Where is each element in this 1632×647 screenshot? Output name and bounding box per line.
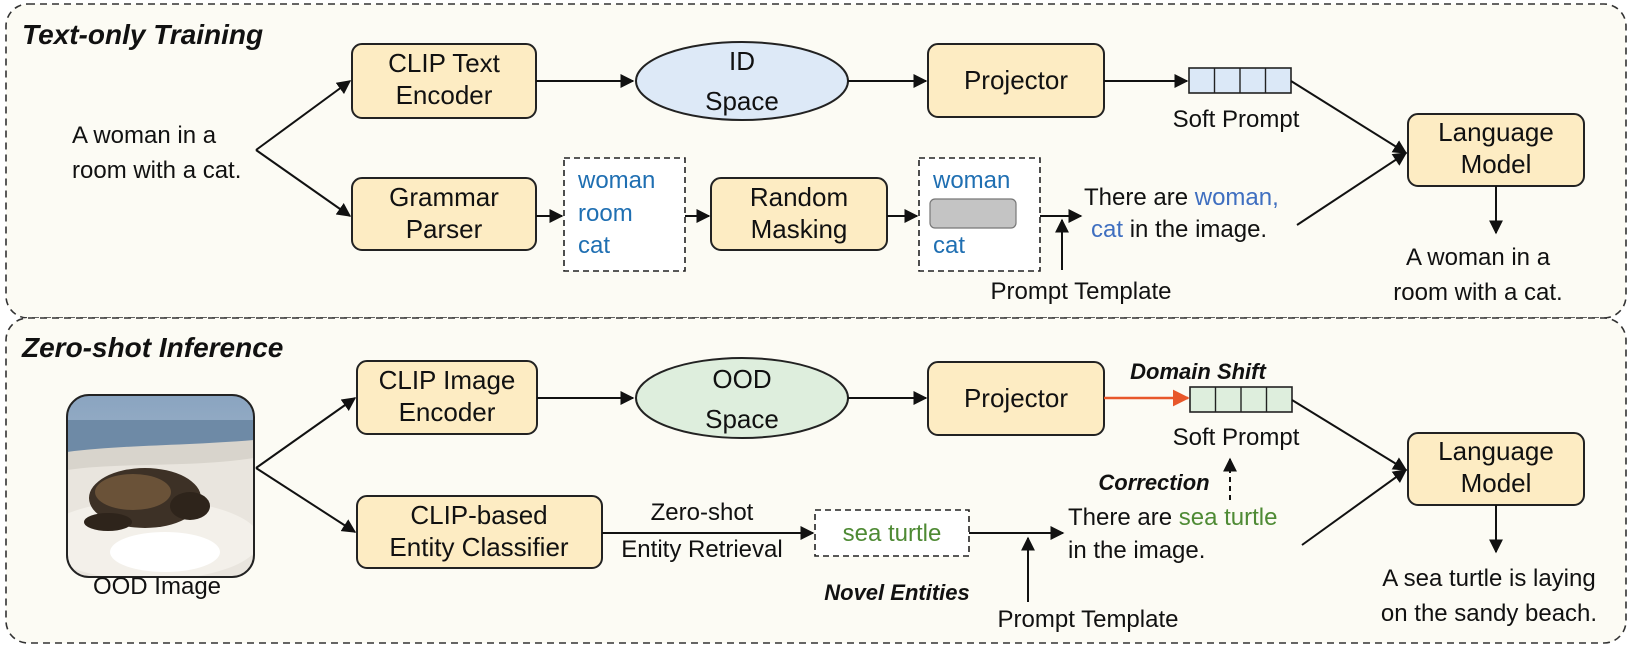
novel-entity-box: sea turtle — [814, 509, 970, 557]
svg-text:Random: Random — [750, 182, 848, 212]
svg-text:CLIP Text: CLIP Text — [388, 48, 501, 78]
svg-text:sea turtle: sea turtle — [843, 520, 942, 547]
bottom-section-title: Zero-shot Inference — [21, 332, 283, 363]
svg-text:room with a cat.: room with a cat. — [72, 157, 241, 184]
svg-text:Encoder: Encoder — [399, 397, 496, 427]
svg-text:Encoder: Encoder — [396, 80, 493, 110]
svg-text:OOD: OOD — [712, 364, 771, 394]
prompt-text-top: There are woman, cat in the image. — [1084, 184, 1279, 243]
svg-text:There are sea turtle: There are sea turtle — [1068, 504, 1277, 531]
entity-classifier-box: CLIP-based Entity Classifier — [356, 495, 603, 569]
svg-text:woman: woman — [577, 167, 655, 194]
svg-text:cat: cat — [578, 232, 610, 259]
text-only-training-panel — [5, 3, 1627, 319]
svg-text:woman: woman — [932, 167, 1010, 194]
retrieval-label: Zero-shot Entity Retrieval — [621, 499, 782, 563]
svg-text:Model: Model — [1461, 149, 1532, 179]
soft-prompt-bottom — [1189, 386, 1293, 413]
prompt-template-label-bottom: Prompt Template — [998, 606, 1179, 633]
svg-text:Space: Space — [705, 86, 779, 116]
language-model-box-bottom: Language Model — [1407, 432, 1585, 506]
svg-text:ID: ID — [729, 46, 755, 76]
soft-prompt-label-top: Soft Prompt — [1173, 106, 1300, 133]
svg-text:Language: Language — [1438, 436, 1554, 466]
svg-text:CLIP Image: CLIP Image — [379, 365, 516, 395]
clip-image-encoder-box: CLIP Image Encoder — [356, 360, 538, 435]
projector-box-bottom: Projector — [927, 361, 1105, 436]
svg-text:A sea turtle is laying: A sea turtle is laying — [1382, 565, 1595, 592]
svg-text:Parser: Parser — [406, 214, 483, 244]
parsed-entities-box: woman room cat — [563, 157, 686, 272]
svg-text:Entity Classifier: Entity Classifier — [389, 532, 568, 562]
grammar-parser-box: Grammar Parser — [351, 177, 537, 251]
clip-text-encoder-box: CLIP Text Encoder — [351, 43, 537, 119]
svg-text:Entity Retrieval: Entity Retrieval — [621, 536, 782, 563]
svg-text:Model: Model — [1461, 468, 1532, 498]
svg-text:in the image.: in the image. — [1068, 537, 1205, 564]
svg-text:Grammar: Grammar — [389, 182, 499, 212]
top-arrows — [255, 74, 1503, 270]
svg-text:There are woman,: There are woman, — [1084, 184, 1279, 211]
svg-text:on the sandy beach.: on the sandy beach. — [1381, 600, 1597, 627]
prompt-template-label-top: Prompt Template — [991, 278, 1172, 305]
svg-text:room with a cat.: room with a cat. — [1393, 279, 1562, 306]
bottom-arrows — [255, 389, 1503, 602]
svg-text:CLIP-based: CLIP-based — [410, 500, 547, 530]
output-caption-top: A woman in a room with a cat. — [1393, 244, 1562, 306]
masked-entities-box: woman cat — [918, 157, 1041, 272]
input-caption: A woman in a room with a cat. — [72, 122, 241, 184]
domain-shift-label: Domain Shift — [1130, 359, 1267, 384]
soft-prompt-top — [1188, 67, 1292, 94]
svg-text:Projector: Projector — [964, 65, 1068, 95]
correction-label: Correction — [1098, 470, 1209, 495]
novel-entities-label: Novel Entities — [824, 580, 969, 605]
svg-text:Zero-shot: Zero-shot — [651, 499, 754, 526]
svg-text:Projector: Projector — [964, 383, 1068, 413]
projector-box-top: Projector — [927, 43, 1105, 118]
svg-text:Language: Language — [1438, 117, 1554, 147]
id-space-ellipse: ID Space — [635, 41, 849, 121]
svg-text:Masking: Masking — [751, 214, 848, 244]
soft-prompt-label-bottom: Soft Prompt — [1173, 424, 1300, 451]
svg-text:A woman in a: A woman in a — [72, 122, 217, 149]
svg-text:A woman in a: A woman in a — [1406, 244, 1551, 271]
svg-text:room: room — [578, 200, 633, 227]
ood-image — [66, 394, 255, 578]
top-section-title: Text-only Training — [22, 19, 263, 50]
output-caption-bottom: A sea turtle is laying on the sandy beac… — [1381, 565, 1597, 627]
random-masking-box: Random Masking — [710, 177, 888, 251]
svg-text:cat in the image.: cat in the image. — [1091, 216, 1267, 243]
ood-image-caption: OOD Image — [93, 573, 221, 600]
language-model-box-top: Language Model — [1407, 113, 1585, 187]
svg-text:Space: Space — [705, 404, 779, 434]
svg-text:cat: cat — [933, 232, 965, 259]
mask-token — [929, 198, 1017, 229]
ood-space-ellipse: OOD Space — [635, 357, 849, 439]
prompt-text-bottom: There are sea turtle in the image. — [1068, 504, 1277, 564]
